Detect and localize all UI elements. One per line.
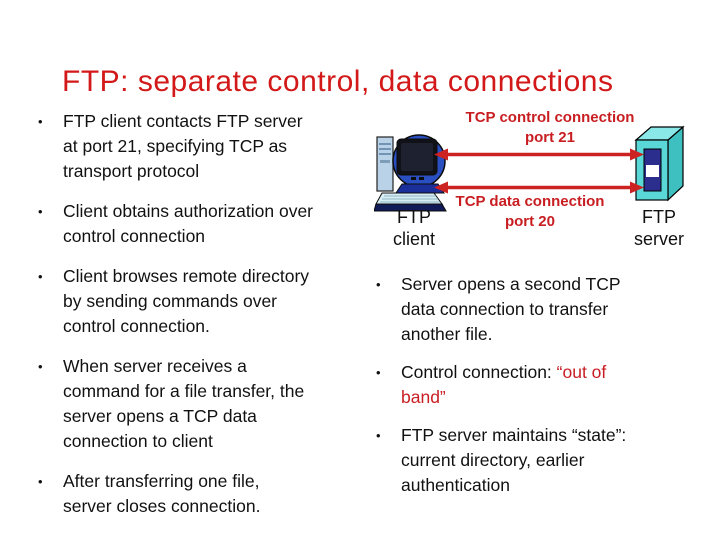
bullet-text: Client browses remote directory by sendi… [63, 266, 310, 336]
bullet-marker: • [38, 269, 43, 284]
client-computer-icon [374, 134, 447, 212]
bullet-item: • Client obtains authorization over cont… [38, 199, 386, 249]
bullet-marker: • [376, 277, 381, 292]
control-connection-text: Control connection: [401, 362, 557, 382]
bullet-item: • After transferring one file, server cl… [38, 469, 386, 519]
bullet-text: FTP server maintains “state”: current di… [401, 425, 627, 495]
control-connection-arrow [434, 148, 644, 161]
server-tower-icon [634, 125, 685, 202]
bullet-marker: • [38, 114, 43, 129]
bullet-text: Server opens a second TCP data connectio… [401, 274, 621, 344]
bullet-text: When server receives a command for a fil… [63, 356, 305, 451]
bullet-item: • FTP client contacts FTP server at port… [38, 109, 386, 184]
bullet-marker: • [38, 204, 43, 219]
bullet-item: • Client browses remote directory by sen… [38, 264, 386, 339]
bullet-marker: • [376, 428, 381, 443]
bullet-marker: • [38, 474, 43, 489]
data-connection-arrow [434, 181, 644, 194]
right-bullet-list: • Server opens a second TCP data connect… [376, 272, 716, 511]
bullet-text: FTP client contacts FTP server at port 2… [63, 111, 303, 181]
bullet-marker: • [38, 359, 43, 374]
ftp-client-label: FTP client [392, 207, 436, 249]
left-bullet-list: • FTP client contacts FTP server at port… [38, 109, 386, 534]
data-connection-label: TCP data connection port 20 [455, 193, 605, 230]
bullet-text: Client obtains authorization over contro… [63, 201, 314, 246]
ftp-server-label: FTP server [633, 207, 684, 249]
bullet-text: After transferring one file, server clos… [63, 471, 261, 516]
out-of-band-highlight: “out of band” [401, 362, 607, 407]
bullet-marker: • [376, 365, 381, 380]
bullet-item: • FTP server maintains “state”: current … [376, 423, 716, 498]
slide-title: FTP: separate control, data connections [62, 65, 614, 99]
control-connection-label: TCP control connection port 21 [465, 109, 635, 146]
bullet-item: • Control connection: “out of band” [376, 360, 716, 410]
bullet-text: Control connection: “out of band” [401, 360, 606, 410]
bullet-item: • Server opens a second TCP data connect… [376, 272, 716, 347]
bullet-item: • When server receives a command for a f… [38, 354, 386, 454]
